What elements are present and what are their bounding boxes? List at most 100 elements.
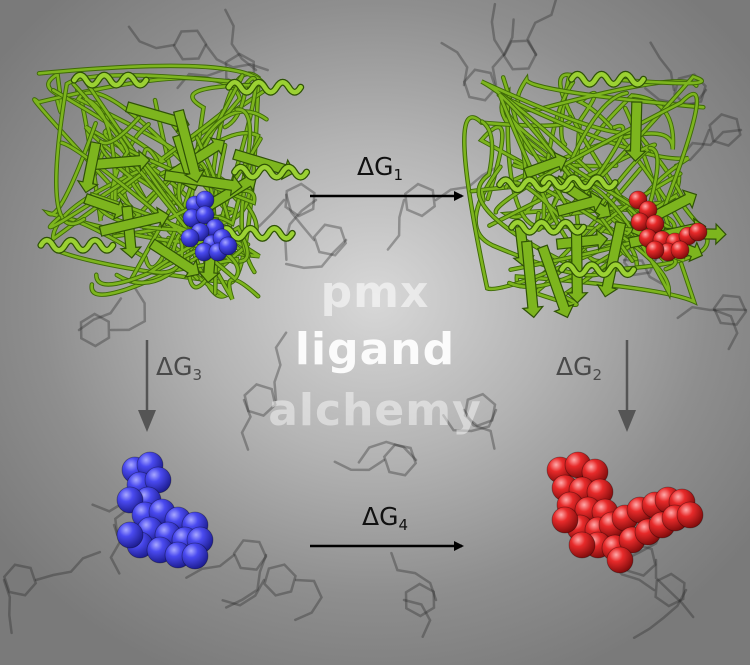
protein-helix-highlight [218, 226, 295, 241]
protein-loop-highlight [51, 88, 225, 242]
delta-g4-symbol: ΔG [362, 502, 399, 531]
protein-beta-strand [119, 205, 143, 259]
ligand-atom [218, 236, 238, 256]
molecule-bond-sketch [273, 331, 288, 402]
molecule-ring-sketch [462, 68, 498, 102]
molecule-bond-sketch [285, 193, 316, 242]
molecule-bond-sketch [442, 408, 498, 433]
molecule-ring-sketch [708, 112, 742, 148]
ligand-atom [645, 240, 665, 260]
molecule-bond-sketch [490, 2, 506, 57]
molecule-bond-sketch [77, 297, 123, 332]
molecule-bond-sketch [221, 578, 266, 607]
background-molecule-sketches [2, 0, 748, 640]
molecule-bond-sketch [294, 578, 323, 622]
ligand-atom [195, 205, 215, 225]
molecule-ring-sketch [502, 39, 538, 71]
molecule-bond-sketch [462, 408, 496, 450]
molecule-ring-sketch [79, 312, 111, 348]
protein-ligand-complex-a [32, 63, 311, 301]
molecule-ring-sketch [232, 539, 268, 571]
ligand-atom [688, 222, 708, 242]
free-ligand-a [116, 451, 214, 570]
molecule-ring-sketch [243, 382, 277, 418]
molecule-bond-sketch [204, 43, 269, 72]
delta-g1-label: ΔG1 [357, 152, 403, 190]
molecule-bond-sketch [440, 41, 469, 87]
ligand-atom [606, 546, 634, 574]
molecule-bond-sketch [402, 598, 432, 638]
protein-helix-highlight [509, 219, 586, 235]
protein-beta-strand [523, 151, 568, 179]
molecule-bond-sketch [284, 238, 348, 270]
delta-g4-label: ΔG4 [362, 502, 408, 540]
protein-loop-highlight [177, 110, 268, 249]
molecule-bond-sketch [386, 198, 406, 251]
delta-g2-label: ΔG2 [556, 352, 602, 390]
protein-beta-strand [521, 240, 545, 319]
molecule-ring-sketch [404, 582, 436, 618]
molecule-bond-sketch [654, 558, 695, 619]
molecule-bond-sketch [109, 286, 147, 332]
protein-beta-strand [565, 223, 589, 304]
delta-g4-subscript: 4 [398, 516, 409, 534]
molecule-ring-sketch [654, 572, 686, 608]
delta-g3-symbol: ΔG [156, 352, 193, 381]
title-line-1: pmx [320, 267, 430, 318]
protein-beta-strand [76, 141, 102, 194]
protein-helix-highlight [569, 71, 646, 87]
arrow-delta-g3 [138, 340, 156, 432]
ligand-atom [181, 542, 209, 570]
molecule-bond-sketch [224, 8, 258, 72]
molecule-bond-sketch [109, 523, 122, 575]
protein-ligand-complex-b [462, 70, 727, 319]
molecule-bond-sketch [240, 398, 252, 451]
protein-beta-strand [537, 244, 575, 319]
molecule-ring-sketch [463, 392, 497, 428]
protein-beta-strand [172, 108, 206, 184]
molecule-bond-sketch [224, 553, 268, 609]
protein-beta-strand [624, 101, 647, 162]
molecule-bond-sketch [491, 18, 515, 87]
delta-g1-symbol: ΔG [357, 152, 394, 181]
protein-helix-highlight [38, 238, 116, 253]
molecule-bond-sketch [185, 553, 236, 579]
molecule-bond-sketch [34, 550, 102, 582]
ligand-atom [670, 240, 690, 260]
molecule-bond-sketch [679, 128, 743, 159]
delta-g3-label: ΔG3 [156, 352, 202, 390]
delta-g2-symbol: ΔG [556, 352, 593, 381]
ligand-atom [180, 228, 200, 248]
molecule-ring-sketch [712, 294, 748, 326]
molecule-bond-sketch [333, 458, 386, 472]
delta-g2-subscript: 2 [592, 366, 603, 384]
molecule-ring-sketch [382, 443, 418, 477]
protein-loop-highlight [505, 110, 693, 242]
free-ligand-b [546, 451, 704, 574]
molecule-ring-sketch [284, 182, 316, 218]
title-line-2: ligand [294, 324, 456, 375]
protein-beta-strand [163, 169, 243, 197]
molecule-bond-sketch [2, 578, 13, 635]
molecule-bond-sketch [712, 308, 739, 351]
molecule-ring-sketch [2, 563, 38, 597]
molecule-bond-sketch [176, 68, 226, 90]
ligand-atom [568, 531, 596, 559]
title-line-3: alchemy [268, 385, 482, 436]
arrow-delta-g2 [618, 340, 636, 432]
molecule-bond-sketch [284, 198, 318, 262]
delta-g1-subscript: 1 [393, 166, 404, 184]
molecule-bond-sketch [676, 305, 748, 320]
protein-helix-highlight [71, 72, 149, 88]
protein-helix-highlight [540, 175, 618, 190]
ligand-atom [551, 506, 579, 534]
ligand-atom [676, 501, 704, 529]
protein-loop-highlight [186, 83, 259, 289]
delta-g3-subscript: 3 [192, 366, 203, 384]
molecule-ring-sketch [312, 223, 348, 257]
molecule-bond-sketch [357, 440, 418, 464]
protein-beta-strand [148, 238, 200, 278]
protein-helix-highlight [559, 262, 636, 277]
molecule-bond-sketch [526, 0, 558, 57]
